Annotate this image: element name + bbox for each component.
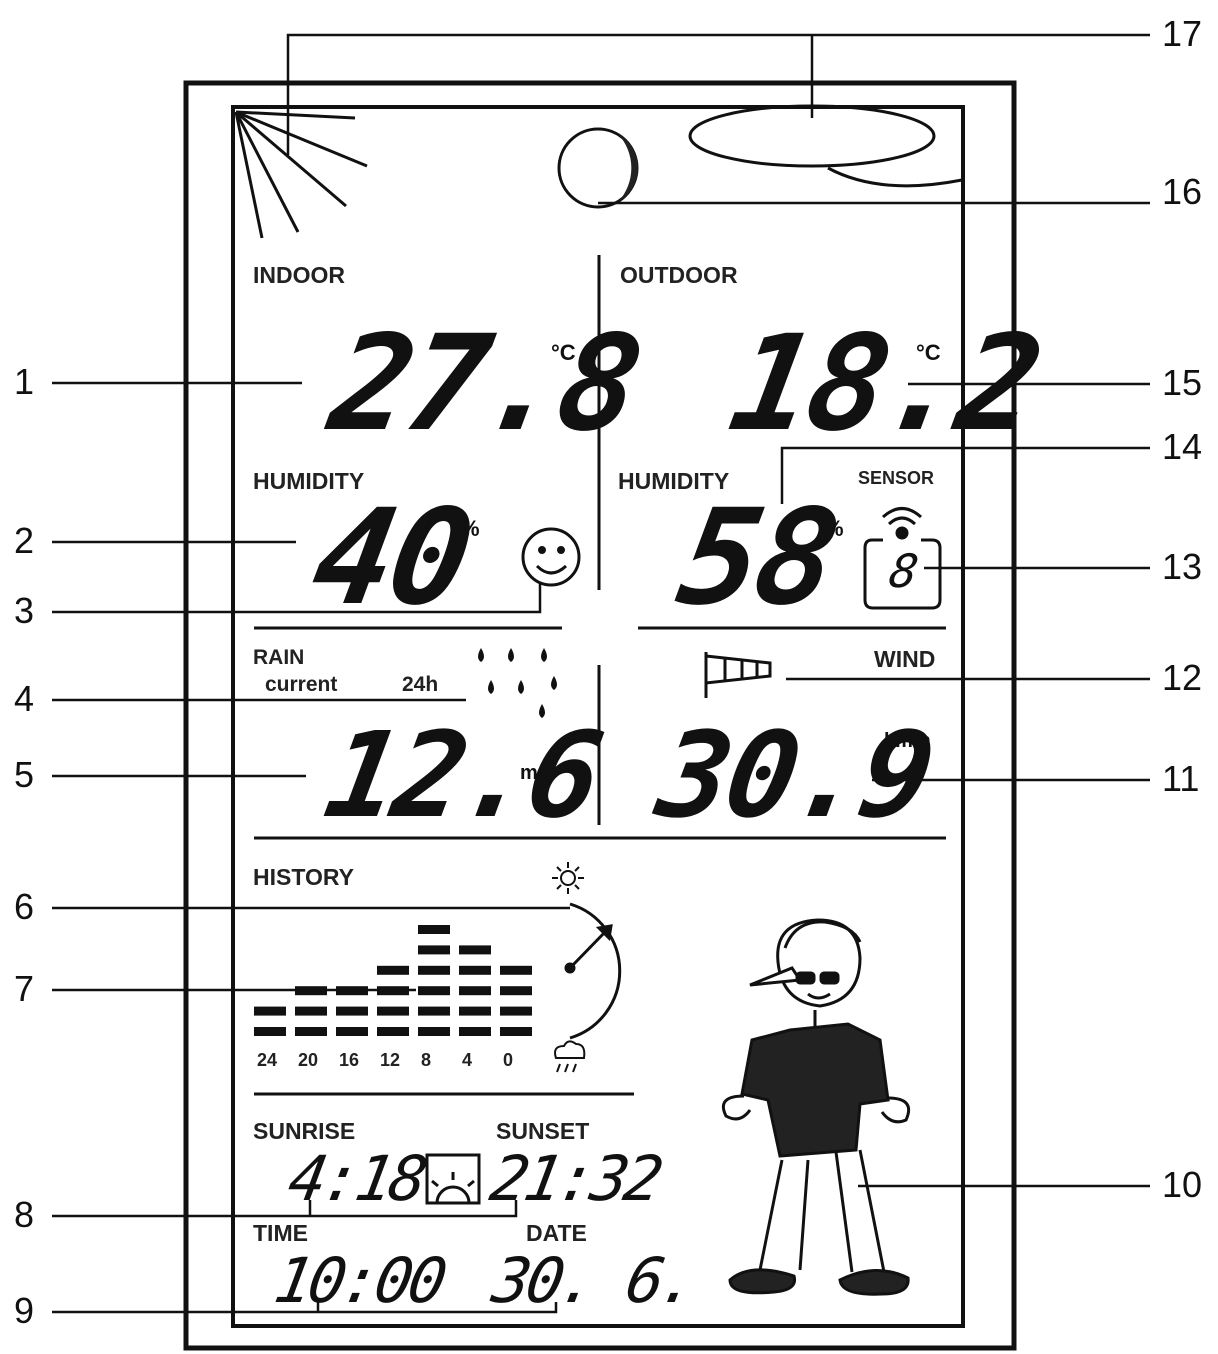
wind-unit: km/h bbox=[884, 730, 931, 752]
history-hour-label: 4 bbox=[462, 1050, 473, 1070]
history-bar-segment bbox=[336, 1006, 368, 1016]
callout-9: 9 bbox=[14, 1290, 35, 1331]
sunset-label: SUNSET bbox=[496, 1118, 590, 1144]
callout-3: 3 bbox=[14, 590, 35, 631]
history-bar-segment bbox=[459, 965, 491, 975]
callout-4: 4 bbox=[14, 678, 35, 719]
history-bar-segment bbox=[500, 986, 532, 996]
rain-unit: mm bbox=[520, 762, 556, 784]
cloud-icon bbox=[688, 104, 963, 188]
device-outer-frame bbox=[183, 80, 1017, 1351]
clock-date: 30. 6. bbox=[487, 1244, 700, 1317]
sunrise-label: SUNRISE bbox=[253, 1118, 356, 1144]
history-hour-label: 20 bbox=[298, 1050, 319, 1070]
indoor-label: INDOOR bbox=[253, 262, 345, 288]
history-hour-label: 16 bbox=[339, 1050, 360, 1070]
history-bar-segment bbox=[459, 986, 491, 996]
history-bar-segment bbox=[459, 945, 491, 955]
history-hour-label: 24 bbox=[257, 1050, 278, 1070]
history-bar-segment bbox=[418, 965, 450, 975]
history-hour-label: 0 bbox=[503, 1050, 514, 1070]
callout-12: 12 bbox=[1162, 657, 1203, 698]
indoor-humidity: 40 bbox=[302, 481, 481, 635]
callout-7: 7 bbox=[14, 968, 35, 1009]
history-bar-segment bbox=[500, 965, 532, 975]
history-bar-segment bbox=[254, 1006, 286, 1016]
sun-rays-icon bbox=[234, 110, 368, 239]
history-bar-segment bbox=[295, 1006, 327, 1016]
history-bar-segment bbox=[418, 945, 450, 955]
callout-16: 16 bbox=[1162, 171, 1203, 212]
windsock-icon bbox=[704, 652, 772, 698]
outdoor-humidity-unit: % bbox=[824, 516, 844, 541]
rain-current-label: current bbox=[265, 673, 338, 696]
outdoor-temp-unit: °C bbox=[916, 340, 941, 365]
section-dividers bbox=[254, 255, 946, 1096]
callout-2: 2 bbox=[14, 520, 35, 561]
history-bar-segment bbox=[377, 1027, 409, 1036]
history-bar-segment bbox=[459, 1006, 491, 1016]
callout-11: 11 bbox=[1162, 758, 1200, 799]
outdoor-humidity: 58 bbox=[668, 481, 847, 635]
callout-10: 10 bbox=[1162, 1164, 1203, 1205]
sunset-time: 21:32 bbox=[485, 1142, 665, 1215]
raindrops-icon bbox=[478, 648, 557, 718]
date-label: DATE bbox=[526, 1220, 587, 1246]
sensor-label: SENSOR bbox=[858, 468, 935, 488]
outdoor-temperature: 18.2 bbox=[720, 307, 1050, 461]
indoor-temp-unit: °C bbox=[551, 340, 576, 365]
sunny-small-icon bbox=[552, 862, 584, 894]
callout-1: 1 bbox=[14, 361, 35, 402]
history-bar-segment bbox=[459, 1027, 491, 1036]
callout-14: 14 bbox=[1162, 426, 1203, 467]
history-bar-segment bbox=[336, 1027, 368, 1036]
history-bar-segment bbox=[254, 1027, 286, 1036]
lcd-screen-frame bbox=[231, 105, 965, 1328]
clock-time: 10:00 bbox=[269, 1244, 449, 1317]
history-bar-segment bbox=[500, 1027, 532, 1036]
rain-value: 12.6 bbox=[316, 706, 609, 844]
history-bar-segment bbox=[377, 965, 409, 975]
time-label: TIME bbox=[253, 1220, 308, 1246]
callout-15: 15 bbox=[1162, 362, 1203, 403]
callout-5: 5 bbox=[14, 754, 35, 795]
history-bar-segment bbox=[418, 1006, 450, 1016]
rain-cloud-small-icon bbox=[554, 1040, 586, 1073]
history-bar-segment bbox=[377, 1006, 409, 1016]
pressure-gauge-icon bbox=[564, 902, 622, 1040]
moon-phase-icon bbox=[557, 127, 639, 209]
callout-8: 8 bbox=[14, 1194, 35, 1235]
smiley-icon bbox=[521, 527, 581, 587]
history-bar-segment bbox=[418, 986, 450, 996]
history-bar-segment bbox=[295, 1027, 327, 1036]
callout-13: 13 bbox=[1162, 546, 1203, 587]
sunrise-time: 4:18 bbox=[283, 1142, 430, 1215]
signal-icon bbox=[863, 507, 942, 610]
callout-17: 17 bbox=[1162, 13, 1203, 54]
history-bar-segment bbox=[418, 1027, 450, 1036]
indoor-temperature: 27.8 bbox=[320, 307, 650, 461]
boy-figure-icon bbox=[721, 918, 911, 1296]
sunrise-icon bbox=[425, 1153, 481, 1205]
history-label: HISTORY bbox=[253, 864, 354, 890]
rain-period-label: 24h bbox=[402, 673, 439, 696]
indoor-humidity-unit: % bbox=[460, 516, 480, 541]
history-hour-label: 8 bbox=[421, 1050, 432, 1070]
callout-leader-lines bbox=[52, 33, 1150, 1314]
rain-label: RAIN bbox=[253, 646, 305, 669]
history-bar-segment bbox=[500, 1006, 532, 1016]
history-bar-graph bbox=[254, 925, 532, 1036]
indoor-humidity-label: HUMIDITY bbox=[253, 468, 365, 494]
wind-label: WIND bbox=[874, 646, 936, 672]
history-hour-label: 12 bbox=[380, 1050, 401, 1070]
outdoor-label: OUTDOOR bbox=[620, 262, 738, 288]
callout-6: 6 bbox=[14, 886, 35, 927]
outdoor-humidity-label: HUMIDITY bbox=[618, 468, 730, 494]
history-bar-segment bbox=[418, 925, 450, 934]
